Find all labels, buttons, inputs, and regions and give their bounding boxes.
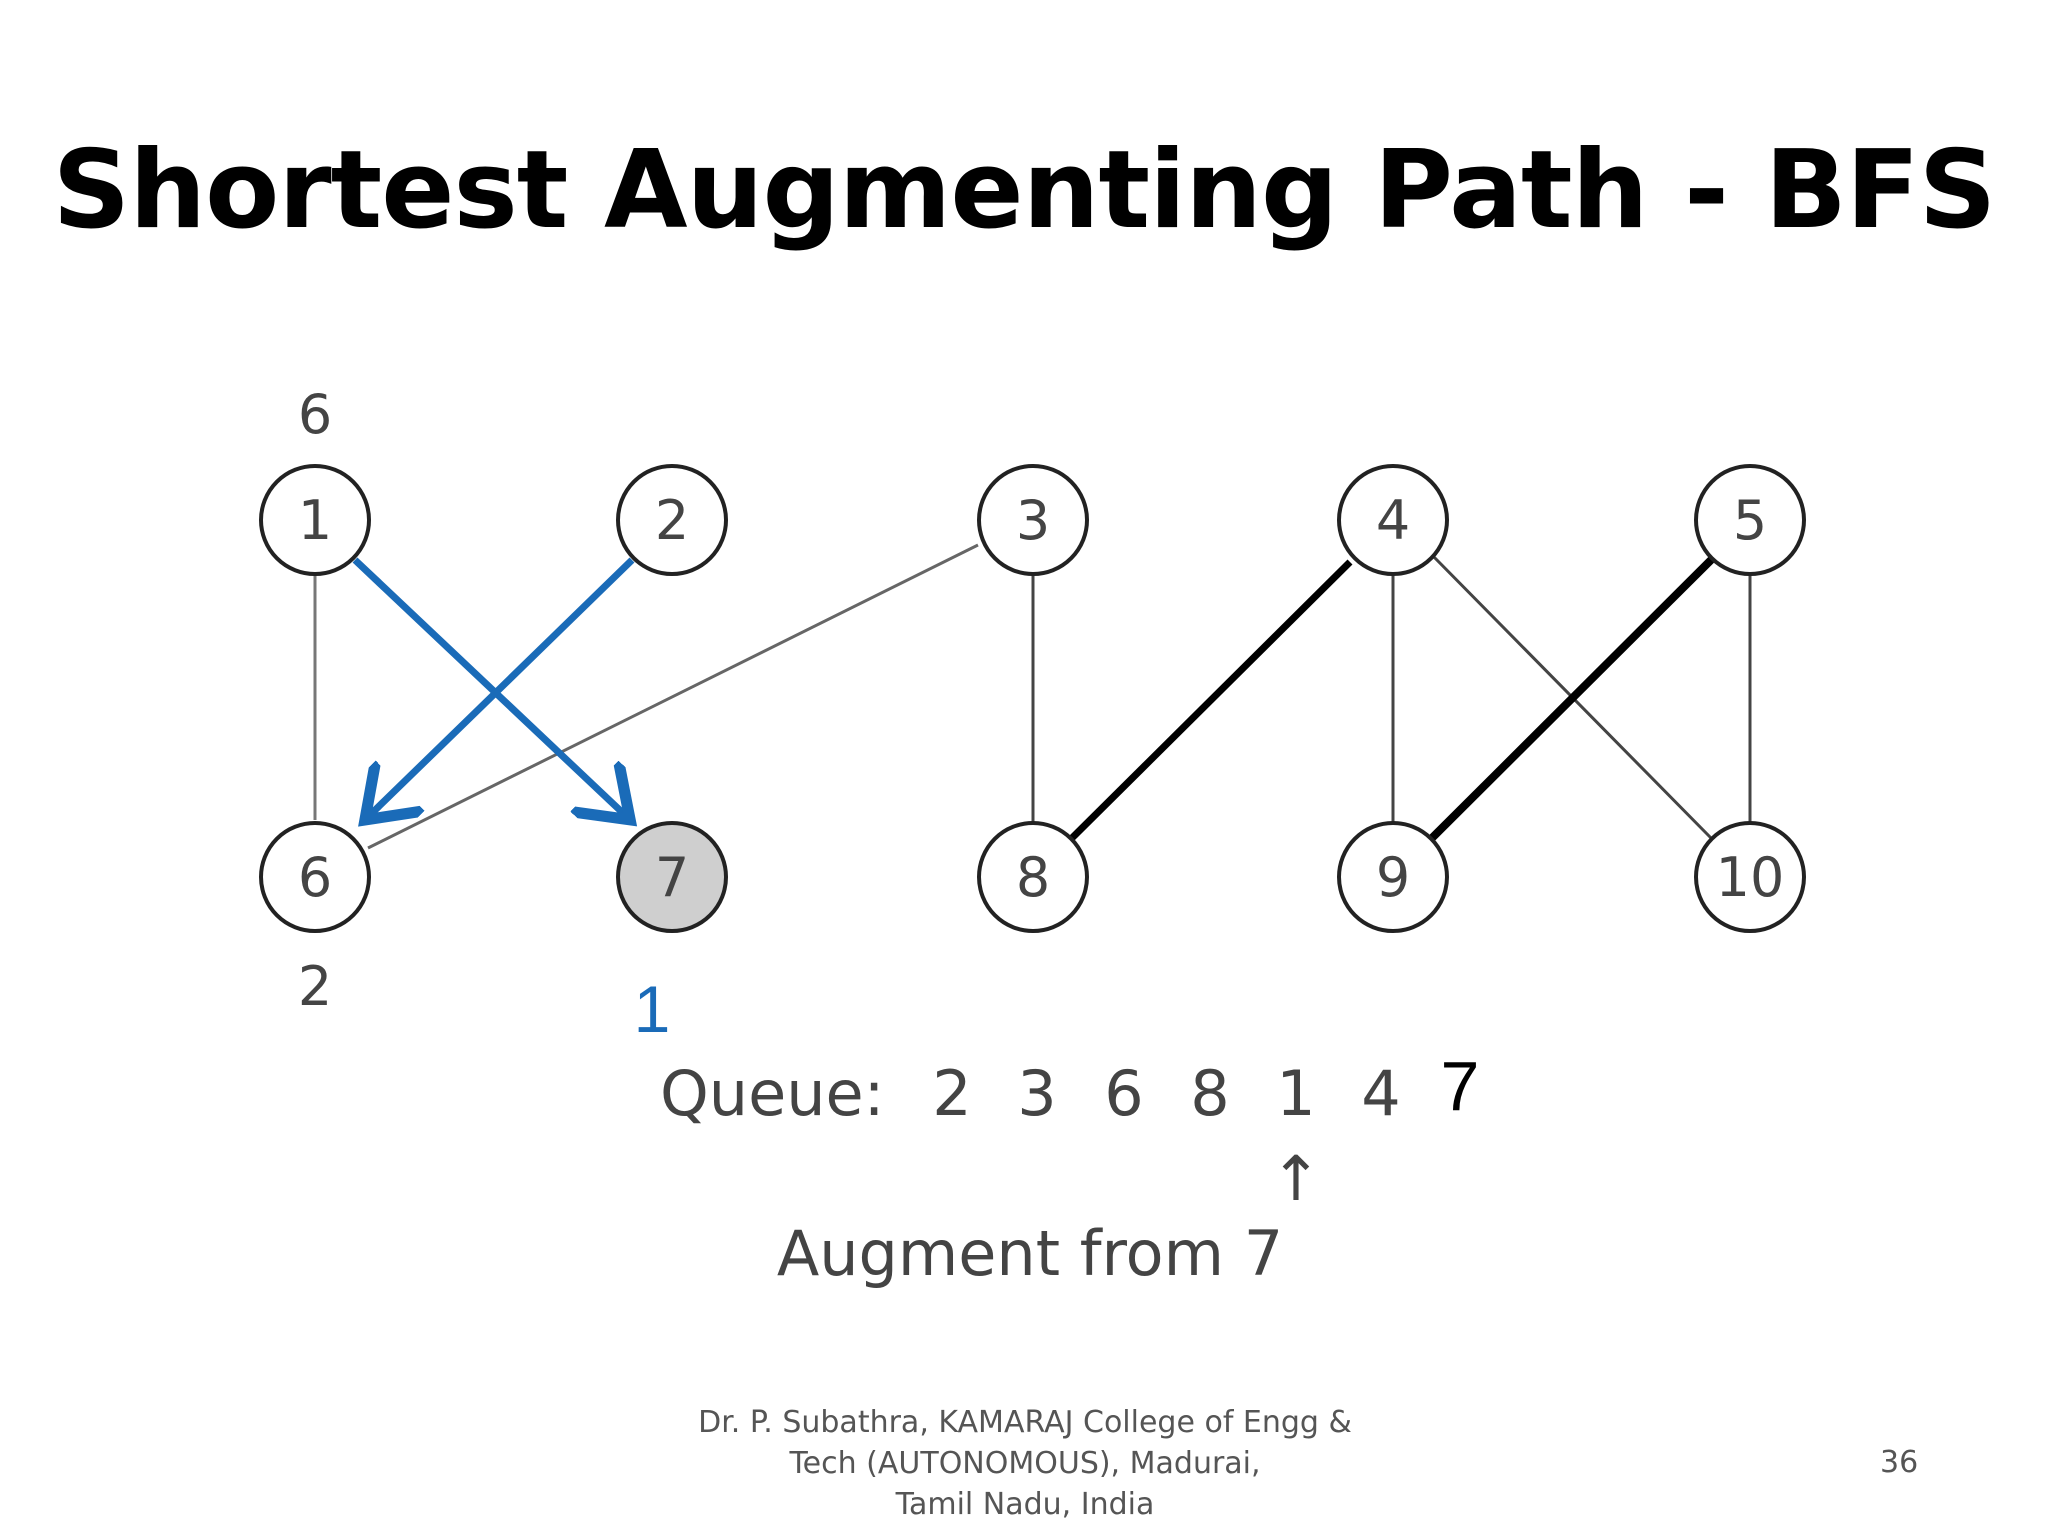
queue-item: 1 (1276, 1057, 1315, 1130)
queue-item: 8 (1190, 1057, 1229, 1130)
augment-text: Augment from 7 (777, 1217, 1283, 1290)
arrow-1-to-7 (352, 557, 625, 815)
node-10: 10 (1694, 821, 1806, 933)
svg-text:7: 7 (655, 846, 689, 909)
node-5: 5 (1694, 464, 1806, 576)
queue-item: 4 (1361, 1057, 1400, 1130)
svg-text:1: 1 (298, 489, 332, 552)
arrow-2-to-6 (370, 557, 635, 815)
queue-label: Queue: (660, 1057, 885, 1130)
label-above-node-1: 6 (298, 383, 332, 446)
svg-text:5: 5 (1733, 489, 1767, 552)
matched-edge-4-8 (1069, 559, 1353, 841)
queue-item: 2 (932, 1057, 971, 1130)
label-below-node-6: 2 (298, 955, 332, 1018)
queue-item: 6 (1104, 1057, 1143, 1130)
bipartite-graph-diagram: 1 2 3 4 5 6 7 8 9 10 6 2 1 Queue: 2 3 (259, 383, 1806, 1290)
node-7-highlighted: 7 (616, 821, 728, 933)
footer-line: Dr. P. Subathra, KAMARAJ College of Engg… (698, 1405, 1352, 1440)
footer-line: Tamil Nadu, India (895, 1487, 1155, 1522)
svg-text:9: 9 (1376, 846, 1410, 909)
svg-text:4: 4 (1376, 489, 1410, 552)
svg-text:6: 6 (298, 846, 332, 909)
node-3: 3 (977, 464, 1089, 576)
matched-edge-5-9 (1429, 555, 1716, 841)
edge-3-6 (367, 543, 979, 850)
svg-text:2: 2 (655, 489, 689, 552)
svg-text:3: 3 (1016, 489, 1050, 552)
label-below-node-7: 1 (634, 972, 671, 1046)
svg-text:8: 8 (1016, 846, 1050, 909)
node-4: 4 (1337, 464, 1449, 576)
queue-pointer-arrow: ↑ (1270, 1142, 1322, 1215)
node-9: 9 (1337, 821, 1449, 933)
slide-footer: Dr. P. Subathra, KAMARAJ College of Engg… (680, 1402, 1370, 1525)
queue-appended-item: 7 (1441, 1047, 1480, 1125)
queue-item: 3 (1017, 1057, 1056, 1130)
slide-title: Shortest Augmenting Path - BFS (52, 128, 1997, 253)
node-8: 8 (977, 821, 1089, 933)
footer-line: Tech (AUTONOMOUS), Madurai, (789, 1446, 1261, 1481)
page-number: 36 (1880, 1445, 1919, 1480)
svg-text:10: 10 (1716, 846, 1785, 909)
node-1: 1 (259, 464, 371, 576)
node-2: 2 (616, 464, 728, 576)
node-6: 6 (259, 821, 371, 933)
